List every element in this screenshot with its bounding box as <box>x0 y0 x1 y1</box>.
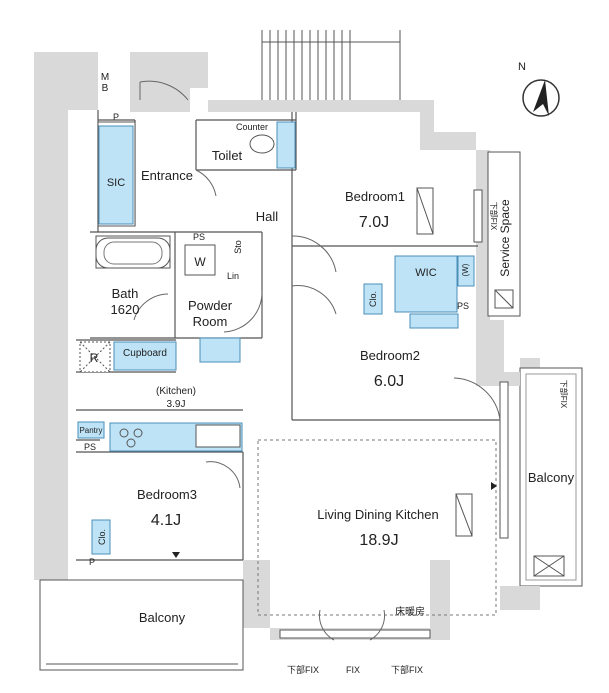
ldk-arrow-icon <box>491 482 497 490</box>
ps-kitchen-label: PS <box>84 442 96 452</box>
bedroom2-size-label: 6.0J <box>374 373 404 390</box>
ldk-size-label: 18.9J <box>359 532 398 549</box>
toilet-bowl <box>249 134 275 154</box>
wic-area <box>394 255 458 313</box>
powder-label-1: Powder <box>188 298 233 313</box>
toilet-counter <box>276 121 296 169</box>
window-label-1: 下部FIX <box>287 664 319 675</box>
compass-needle-icon <box>533 80 549 116</box>
r-label: R <box>90 351 99 365</box>
top-stair <box>261 30 401 100</box>
window-right-label: 下部FIX <box>559 380 569 409</box>
cooktop <box>119 428 143 448</box>
bath-name-label: Bath <box>112 286 139 301</box>
clo-bedroom2-label: Clo. <box>368 291 378 307</box>
powder-label-2: Room <box>193 314 228 329</box>
floor-heating-label: 床暖房 <box>395 605 425 618</box>
wic-strip <box>409 313 459 329</box>
interior-walls <box>76 110 500 561</box>
balcony-bottom-label: Balcony <box>139 610 186 625</box>
clo-bedroom2-area <box>363 283 383 315</box>
bedroom3-size-label: 4.1J <box>151 512 181 529</box>
cupboard-area <box>113 341 177 371</box>
right-wall-lower <box>500 586 540 610</box>
wic-label: WIC <box>415 267 436 279</box>
pantry-label: Pantry <box>79 426 102 435</box>
sic-label: SIC <box>107 177 125 189</box>
ldk-name-label: Living Dining Kitchen <box>317 507 438 522</box>
powder-sink <box>199 337 241 363</box>
compass: N <box>518 61 560 117</box>
compass-north-label: N <box>518 61 526 73</box>
p-top-label: P <box>113 112 119 122</box>
window-label-2: FIX <box>346 665 360 675</box>
wic-w-label: (W) <box>461 263 470 276</box>
bottom-window <box>279 629 431 639</box>
bedroom1-size-label: 7.0J <box>359 214 389 231</box>
window-bed1-label: 下部FIX <box>489 202 499 231</box>
clo-bedroom3-label: Clo. <box>97 529 107 545</box>
kitchen-sink <box>195 424 241 448</box>
counter-label: Counter <box>236 122 268 132</box>
balcony-right-label: Balcony <box>528 470 575 485</box>
doors <box>133 80 501 641</box>
ps-bath-label: PS <box>193 232 205 242</box>
service-space-label: Service Space <box>498 199 512 277</box>
window-label-3: 下部FIX <box>391 664 423 675</box>
toilet-label: Toilet <box>212 148 243 163</box>
labels: M B P SIC Entrance Counter Toilet Hall B… <box>79 72 574 675</box>
balcony-bottom-area <box>39 579 244 671</box>
wic-shelf-w <box>457 255 475 287</box>
entrance-label: Entrance <box>141 168 193 183</box>
bedroom3-name-label: Bedroom3 <box>137 487 197 502</box>
service-space-box <box>487 151 521 317</box>
clo-bedroom3-area <box>91 519 111 555</box>
bedroom3-arrow-icon <box>172 552 180 558</box>
floor-heating-zone <box>257 439 497 616</box>
washer-box <box>184 244 216 276</box>
kitchen-size-label: 3.9J <box>167 399 186 410</box>
cupboard-label: Cupboard <box>123 348 167 359</box>
bathtub-inner <box>103 241 163 265</box>
mb-label: M <box>101 72 109 83</box>
bedroom1-name-label: Bedroom1 <box>345 189 405 204</box>
pantry-area <box>77 421 105 439</box>
balcony-right-inner <box>525 373 577 581</box>
bath-size-label: 1620 <box>111 302 140 317</box>
ps-wic-label: PS <box>457 301 469 311</box>
bedroom1-window <box>473 189 483 243</box>
lin-label: Lin <box>227 271 239 281</box>
p-bottom-label: P <box>89 557 95 567</box>
w-label: W <box>194 255 206 269</box>
right-window <box>499 381 509 539</box>
sto-label: Sto <box>233 240 243 254</box>
right-column <box>476 372 520 386</box>
mb-label-b: B <box>102 83 109 94</box>
balcony-right-area <box>519 367 583 587</box>
hall-label: Hall <box>256 209 279 224</box>
bedroom2-name-label: Bedroom2 <box>360 348 420 363</box>
kitchen-name-label: (Kitchen) <box>156 386 196 397</box>
sic-storage <box>98 125 134 225</box>
